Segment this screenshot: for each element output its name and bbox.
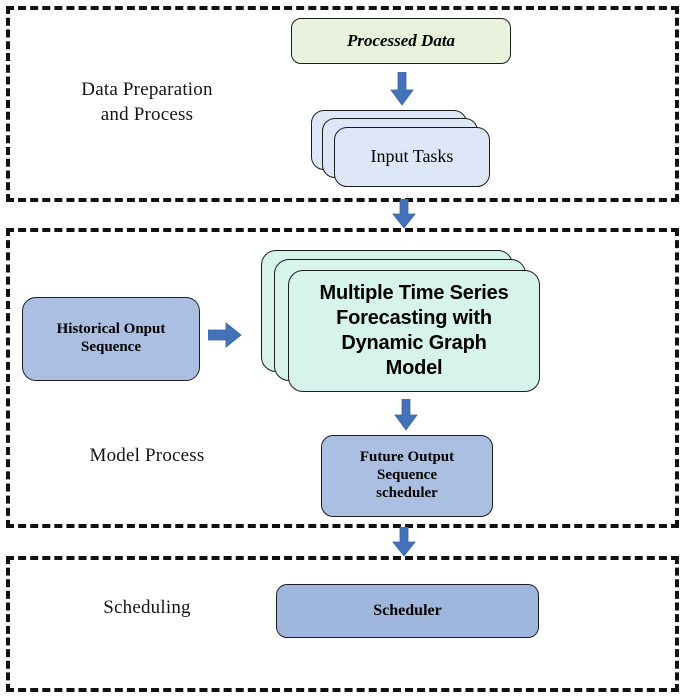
- node-processed-data[interactable]: Processed Data: [291, 18, 511, 64]
- stage-label-model-process: Model Process: [89, 445, 205, 466]
- arrow-down-model-to-future-output: [394, 399, 418, 431]
- forecasting-model-card-front[interactable]: Multiple Time Series Forecasting with Dy…: [288, 270, 540, 392]
- stack-forecasting-model[interactable]: Multiple Time Series Forecasting with Dy…: [261, 250, 551, 398]
- arrow-down-processed-data-to-input-tasks: [390, 72, 414, 106]
- input-tasks-card-front[interactable]: Input Tasks: [334, 127, 490, 187]
- stack-input-tasks[interactable]: Input Tasks: [311, 110, 491, 188]
- stage-label-scheduling: Scheduling: [103, 597, 191, 618]
- node-future-output-sequence-scheduler[interactable]: Future Output Sequence scheduler: [321, 435, 493, 517]
- arrow-down-data-preparation-to-model-process: [392, 199, 416, 229]
- section-data-preparation: [6, 6, 679, 202]
- node-historical-onput-sequence[interactable]: Historical Onput Sequence: [22, 297, 200, 381]
- arrow-right-historical-sequence-to-model: [208, 322, 242, 348]
- section-model-process: [6, 228, 679, 528]
- stage-label-data-preparation: Data Preparation and Process: [81, 79, 213, 125]
- section-scheduling: [6, 556, 679, 692]
- arrow-down-model-process-to-scheduling: [392, 527, 416, 557]
- node-scheduler[interactable]: Scheduler: [276, 584, 539, 638]
